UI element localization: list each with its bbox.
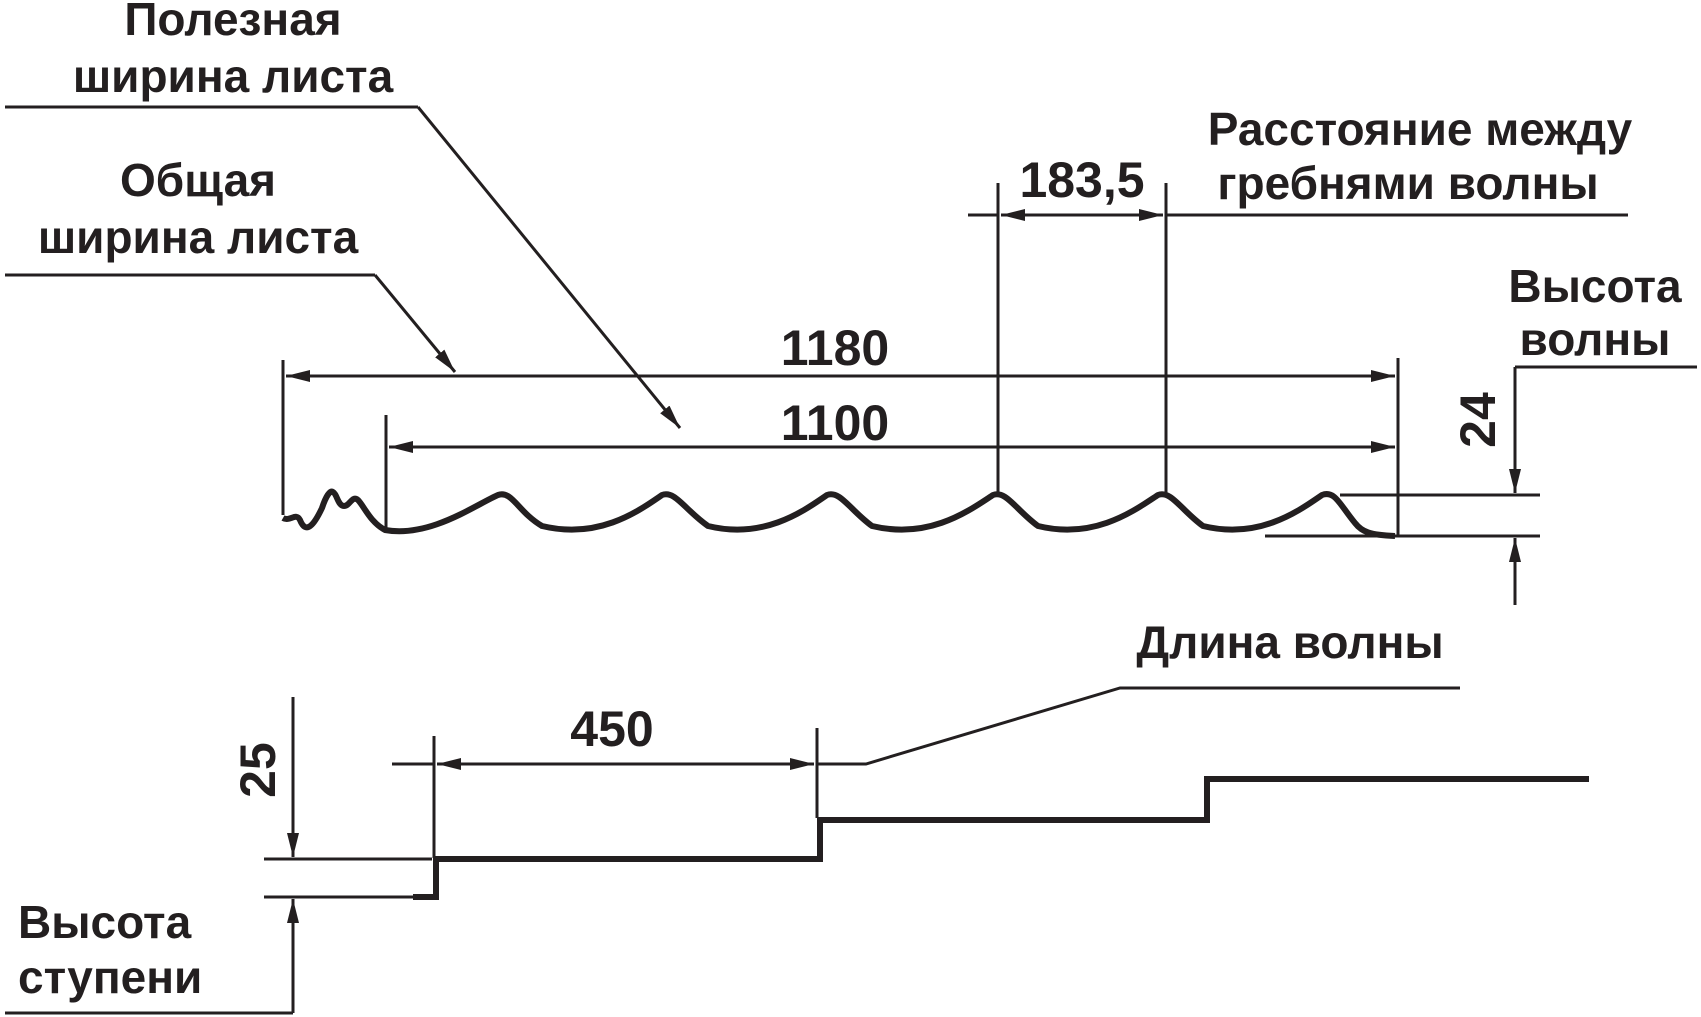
step-height-label-line1: Высота [18, 896, 192, 948]
total-width-leader-diag [373, 274, 457, 373]
crest-distance-value: 183,5 [1019, 152, 1144, 208]
wave-height-label-line1: Высота [1508, 260, 1682, 312]
crest-distance-label-line2: гребнями волны [1217, 157, 1598, 209]
crest-distance-label-line1: Расстояние между [1208, 103, 1633, 155]
step-height-value: 25 [230, 742, 286, 798]
sheet-profile-wave [281, 488, 1396, 539]
total-width-label-line2: ширина листа [38, 211, 359, 263]
wave-length-value: 450 [570, 701, 653, 757]
wave-height-label-line2: волны [1520, 313, 1671, 365]
total-width-label-line1: Общая [120, 154, 276, 206]
wave-length-label: Длина волны [1136, 616, 1443, 668]
useful-width-label-line2: ширина листа [73, 50, 394, 102]
step-height-label-line2: ступени [18, 951, 202, 1003]
total-width-value: 1180 [781, 320, 889, 376]
wave-height-value: 24 [1450, 392, 1506, 448]
useful-width-value: 1100 [781, 395, 889, 451]
useful-width-leader-diag [416, 106, 682, 429]
wave-length-leader [817, 686, 1460, 766]
step-profile [413, 776, 1589, 900]
useful-width-label-line1: Полезная [124, 0, 341, 45]
